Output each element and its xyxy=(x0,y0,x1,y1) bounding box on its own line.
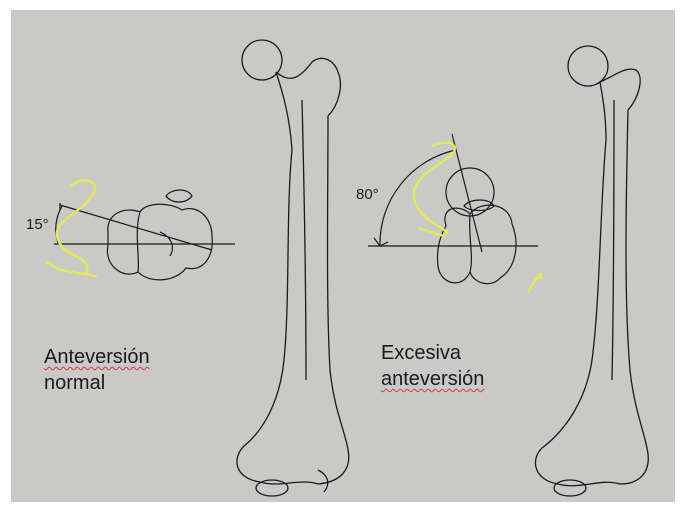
caption-excessive-line2: anteversión xyxy=(381,366,484,392)
caption-excessive-line1: Excesiva xyxy=(381,340,484,366)
caption-normal-line1: Anteversión xyxy=(44,344,150,370)
small-highlight-dot xyxy=(537,273,543,279)
angle-label-80: 80° xyxy=(356,186,379,203)
caption-excessive: Excesiva anteversión xyxy=(381,340,484,392)
angle-label-15: 15° xyxy=(26,216,49,233)
caption-normal-line2: normal xyxy=(44,370,150,396)
caption-normal: Anteversión normal xyxy=(44,344,150,396)
